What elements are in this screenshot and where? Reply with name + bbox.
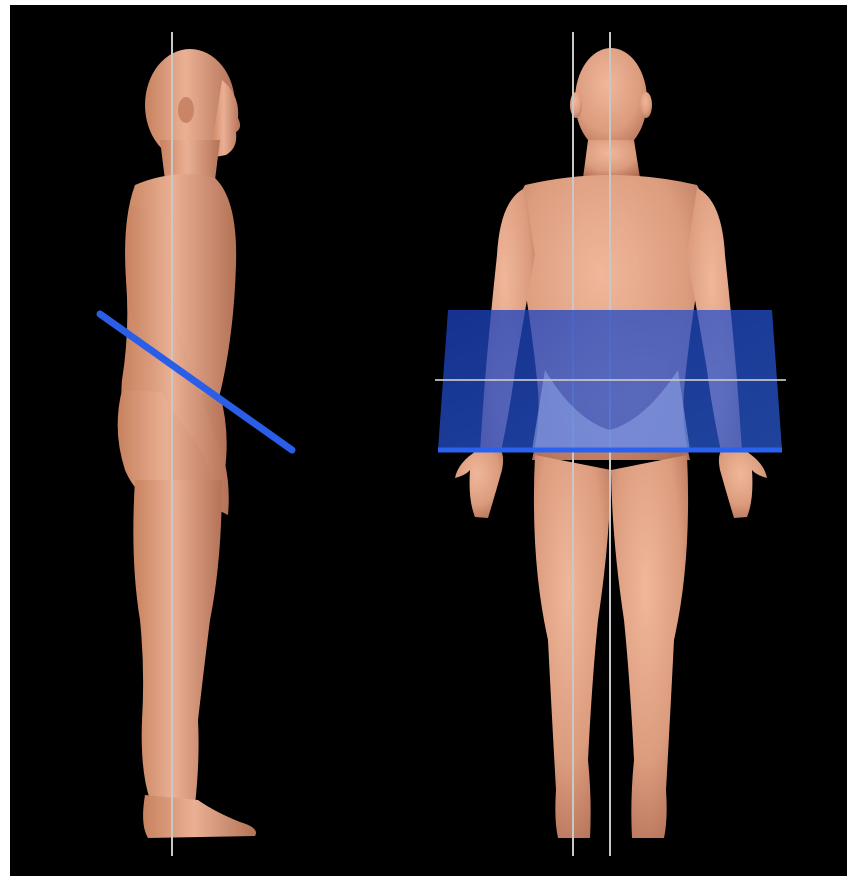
anterior-hand-right: [719, 450, 767, 518]
anatomy-figure: [10, 5, 847, 876]
lateral-leg: [133, 480, 222, 805]
lateral-neck: [160, 140, 220, 180]
anterior-ear-right: [640, 92, 652, 118]
anterior-hand-left: [455, 450, 503, 518]
anterior-leg-right: [611, 455, 688, 838]
anterior-ear-left: [570, 92, 582, 118]
lateral-ear: [178, 97, 194, 123]
lateral-foot: [143, 795, 256, 838]
figure-frame: [10, 5, 847, 876]
lateral-figure: [118, 49, 256, 838]
anterior-neck: [583, 140, 640, 178]
